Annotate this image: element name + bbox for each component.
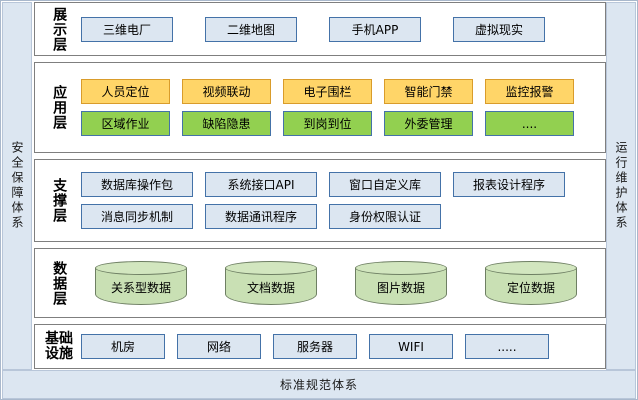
cylinder-label: 文档数据: [246, 280, 295, 295]
cylinder-relational-data[interactable]: 关系型数据: [95, 261, 187, 305]
layer-presentation: 展示层 三维电厂 二维地图 手机APP 虚拟现实: [34, 2, 606, 56]
node-smart-access-control[interactable]: 智能门禁: [384, 79, 473, 104]
left-band-security-system: 安全保障体系: [2, 2, 32, 370]
node-defect-hazard[interactable]: 缺陷隐患: [182, 111, 271, 136]
support-row-primary: 数据库操作包 系统接口API 窗口自定义库 报表设计程序: [81, 172, 599, 197]
node-system-interface-api[interactable]: 系统接口API: [205, 172, 317, 197]
node-monitoring-alarm[interactable]: 监控报警: [485, 79, 574, 104]
cylinder-label: 定位数据: [506, 280, 555, 295]
cylinder-label: 图片数据: [376, 280, 425, 295]
node-area-operation[interactable]: 区域作业: [81, 111, 170, 136]
cylinder-positioning-data[interactable]: 定位数据: [485, 261, 577, 305]
node-machine-room[interactable]: 机房: [81, 334, 165, 359]
node-database-operation-package[interactable]: 数据库操作包: [81, 172, 193, 197]
node-message-sync-mechanism[interactable]: 消息同步机制: [81, 204, 193, 229]
right-band-operations-system: 运行维护体系: [606, 2, 636, 370]
layer-data-title: 数据层: [51, 260, 68, 306]
bottom-band-label: 标准规范体系: [279, 378, 358, 392]
cylinder-top: [485, 261, 577, 275]
node-infrastructure-more[interactable]: .....: [465, 334, 549, 359]
cylinder-image-data[interactable]: 图片数据: [355, 261, 447, 305]
node-personnel-positioning[interactable]: 人员定位: [81, 79, 170, 104]
layer-infrastructure: 基础 设施 机房 网络 服务器 WIFI .....: [34, 324, 606, 369]
node-data-communication-program[interactable]: 数据通讯程序: [205, 204, 317, 229]
layer-application-title: 应用层: [51, 85, 68, 130]
layer-stack: 展示层 三维电厂 二维地图 手机APP 虚拟现实 应用层 人员定位 视频联动: [34, 2, 606, 369]
layer-application-body: 人员定位 视频联动 电子围栏 智能门禁 监控报警 区域作业 缺陷隐患 到岗到位 …: [81, 79, 605, 136]
node-identity-authorization[interactable]: 身份权限认证: [329, 204, 441, 229]
node-window-custom-library[interactable]: 窗口自定义库: [329, 172, 441, 197]
application-row-primary: 人员定位 视频联动 电子围栏 智能门禁 监控报警: [81, 79, 599, 104]
infrastructure-row: 机房 网络 服务器 WIFI .....: [81, 334, 599, 359]
node-2d-map[interactable]: 二维地图: [205, 16, 297, 42]
layer-data: 数据层 关系型数据 文档数据: [34, 248, 606, 318]
node-mobile-app[interactable]: 手机APP: [329, 16, 421, 42]
node-on-duty-in-place[interactable]: 到岗到位: [283, 111, 372, 136]
node-application-more[interactable]: ....: [485, 111, 574, 136]
cylinder-top: [355, 261, 447, 275]
layer-presentation-title: 展示层: [51, 6, 68, 52]
layer-application: 应用层 人员定位 视频联动 电子围栏 智能门禁 监控报警 区域作业 缺陷隐患 到…: [34, 62, 606, 153]
layer-support-title: 支撑层: [51, 178, 68, 223]
application-row-secondary: 区域作业 缺陷隐患 到岗到位 外委管理 ....: [81, 111, 599, 136]
left-band-label: 安全保障体系: [10, 141, 24, 231]
node-electronic-fence[interactable]: 电子围栏: [283, 79, 372, 104]
cylinder-top: [225, 261, 317, 275]
layer-presentation-body: 三维电厂 二维地图 手机APP 虚拟现实: [81, 16, 605, 42]
cylinder-document-data[interactable]: 文档数据: [225, 261, 317, 305]
layer-infrastructure-title-line2: 设施: [45, 345, 73, 362]
node-server[interactable]: 服务器: [273, 334, 357, 359]
cylinder-label: 关系型数据: [110, 280, 171, 295]
node-3d-plant[interactable]: 三维电厂: [81, 16, 173, 42]
layer-infrastructure-title: 基础 设施: [35, 332, 81, 361]
support-row-secondary: 消息同步机制 数据通讯程序 身份权限认证: [81, 204, 599, 229]
node-wifi[interactable]: WIFI: [369, 334, 453, 359]
node-video-linkage[interactable]: 视频联动: [182, 79, 271, 104]
node-report-design-program[interactable]: 报表设计程序: [453, 172, 565, 197]
node-outsourcing-management[interactable]: 外委管理: [384, 111, 473, 136]
node-network[interactable]: 网络: [177, 334, 261, 359]
layer-support: 支撑层 数据库操作包 系统接口API 窗口自定义库 报表设计程序 消息同步机制 …: [34, 159, 606, 242]
layer-infrastructure-title-line1: 基础: [45, 331, 73, 348]
bottom-band-standards-system: 标准规范体系: [2, 370, 636, 399]
cylinder-top: [95, 261, 187, 275]
layer-support-body: 数据库操作包 系统接口API 窗口自定义库 报表设计程序 消息同步机制 数据通讯…: [81, 172, 605, 229]
layer-data-body: 关系型数据 文档数据 图片数据 定位数据: [81, 261, 605, 305]
data-row: 关系型数据 文档数据 图片数据 定位数据: [81, 261, 599, 305]
right-band-label: 运行维护体系: [614, 141, 628, 231]
node-virtual-reality[interactable]: 虚拟现实: [453, 16, 545, 42]
layer-infrastructure-body: 机房 网络 服务器 WIFI .....: [81, 334, 605, 359]
presentation-row: 三维电厂 二维地图 手机APP 虚拟现实: [81, 16, 599, 42]
